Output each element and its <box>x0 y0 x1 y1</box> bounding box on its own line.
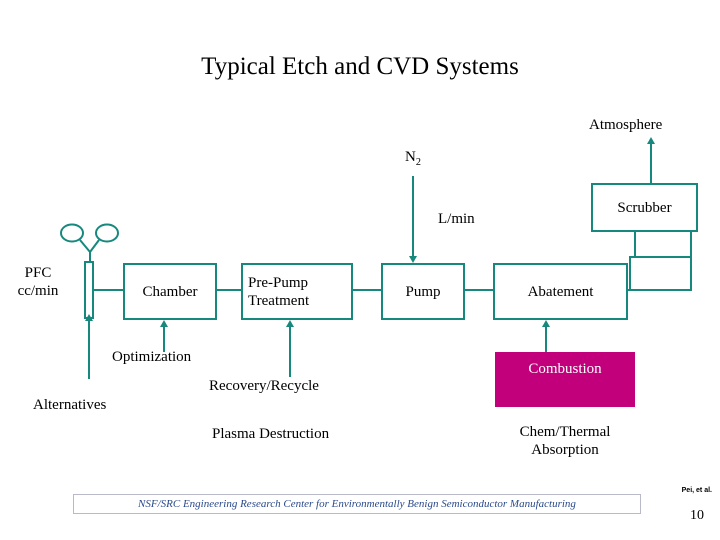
connector-alternatives-to-valve <box>88 319 90 379</box>
annotation-optimization: Optimization <box>112 349 192 365</box>
connector-scrubber-inlet-horizontal <box>629 256 692 258</box>
n2-subscript: 2 <box>415 157 421 168</box>
valve-body <box>84 261 94 319</box>
arrowhead-combustion-to-abatement <box>542 320 550 327</box>
page-title: Typical Etch and CVD Systems <box>201 53 519 80</box>
pfc-label-line1: PFC <box>24 265 52 281</box>
footer-banner-text: NSF/SRC Engineering Research Center for … <box>138 497 576 510</box>
connector-valve-to-chamber <box>94 289 123 291</box>
connector-to-scrubber-stem <box>634 231 636 257</box>
arrowhead-n2-to-pump <box>409 256 417 263</box>
process-box-pre-pump-treatment[interactable]: Pre-Pump Treatment <box>241 263 353 320</box>
process-box-scrubber[interactable]: Scrubber <box>591 183 698 232</box>
process-box-pre-pump-label-line1: Pre-Pump <box>248 274 308 291</box>
valve-clamp-icon <box>58 221 122 291</box>
process-box-chamber[interactable]: Chamber <box>123 263 217 320</box>
connector-n2-to-pump <box>412 176 414 257</box>
n2-units-label: L/min <box>438 211 475 227</box>
arrowhead-scrubber-to-atmosphere <box>647 137 655 144</box>
connector-pump-to-abatement <box>465 289 493 291</box>
footer-banner: NSF/SRC Engineering Research Center for … <box>73 494 641 514</box>
connector-chamber-to-prepump <box>217 289 241 291</box>
annotation-chem-thermal-absorption: Chem/Thermal Absorption <box>480 423 650 459</box>
process-box-abatement-label: Abatement <box>527 283 594 300</box>
process-box-scrubber-label: Scrubber <box>617 199 672 216</box>
connector-optimization-to-chamber <box>163 326 165 352</box>
atmosphere-label: Atmosphere <box>589 117 663 133</box>
connector-scrubber-inlet-vertical <box>629 256 631 290</box>
n2-label-text: N <box>405 149 416 165</box>
annotation-chem-thermal-line2: Absorption <box>531 442 599 458</box>
connector-abatement-to-riser <box>628 289 692 291</box>
arrowhead-alternatives-to-valve <box>85 314 93 321</box>
process-box-chamber-label: Chamber <box>142 283 198 300</box>
annotation-box-combustion[interactable]: Combustion <box>495 352 635 407</box>
process-box-pre-pump-label-line2: Treatment <box>248 292 310 309</box>
arrowhead-optimization-to-chamber <box>160 320 168 327</box>
footer-credit: Pei, et al. <box>681 487 712 494</box>
process-box-abatement[interactable]: Abatement <box>493 263 628 320</box>
pfc-label-line2: cc/min <box>17 283 59 299</box>
connector-combustion-to-abatement <box>545 326 547 352</box>
connector-riser-to-scrubber <box>690 232 692 291</box>
arrowhead-recovery-to-prepump <box>286 320 294 327</box>
annotation-alternatives: Alternatives <box>33 397 107 413</box>
n2-label: N2 <box>405 148 421 172</box>
annotation-plasma-destruction: Plasma Destruction <box>212 426 330 442</box>
annotation-chem-thermal-line1: Chem/Thermal <box>519 424 611 440</box>
page-number: 10 <box>690 508 704 523</box>
connector-scrubber-to-atmosphere <box>650 143 652 184</box>
pfc-label: PFC cc/min <box>6 264 70 300</box>
connector-recovery-to-prepump <box>289 326 291 377</box>
connector-prepump-to-pump <box>353 289 381 291</box>
process-box-pump[interactable]: Pump <box>381 263 465 320</box>
annotation-recovery-recycle: Recovery/Recycle <box>209 378 319 394</box>
annotation-combustion-label: Combustion <box>528 361 602 377</box>
process-box-pump-label: Pump <box>405 283 441 300</box>
